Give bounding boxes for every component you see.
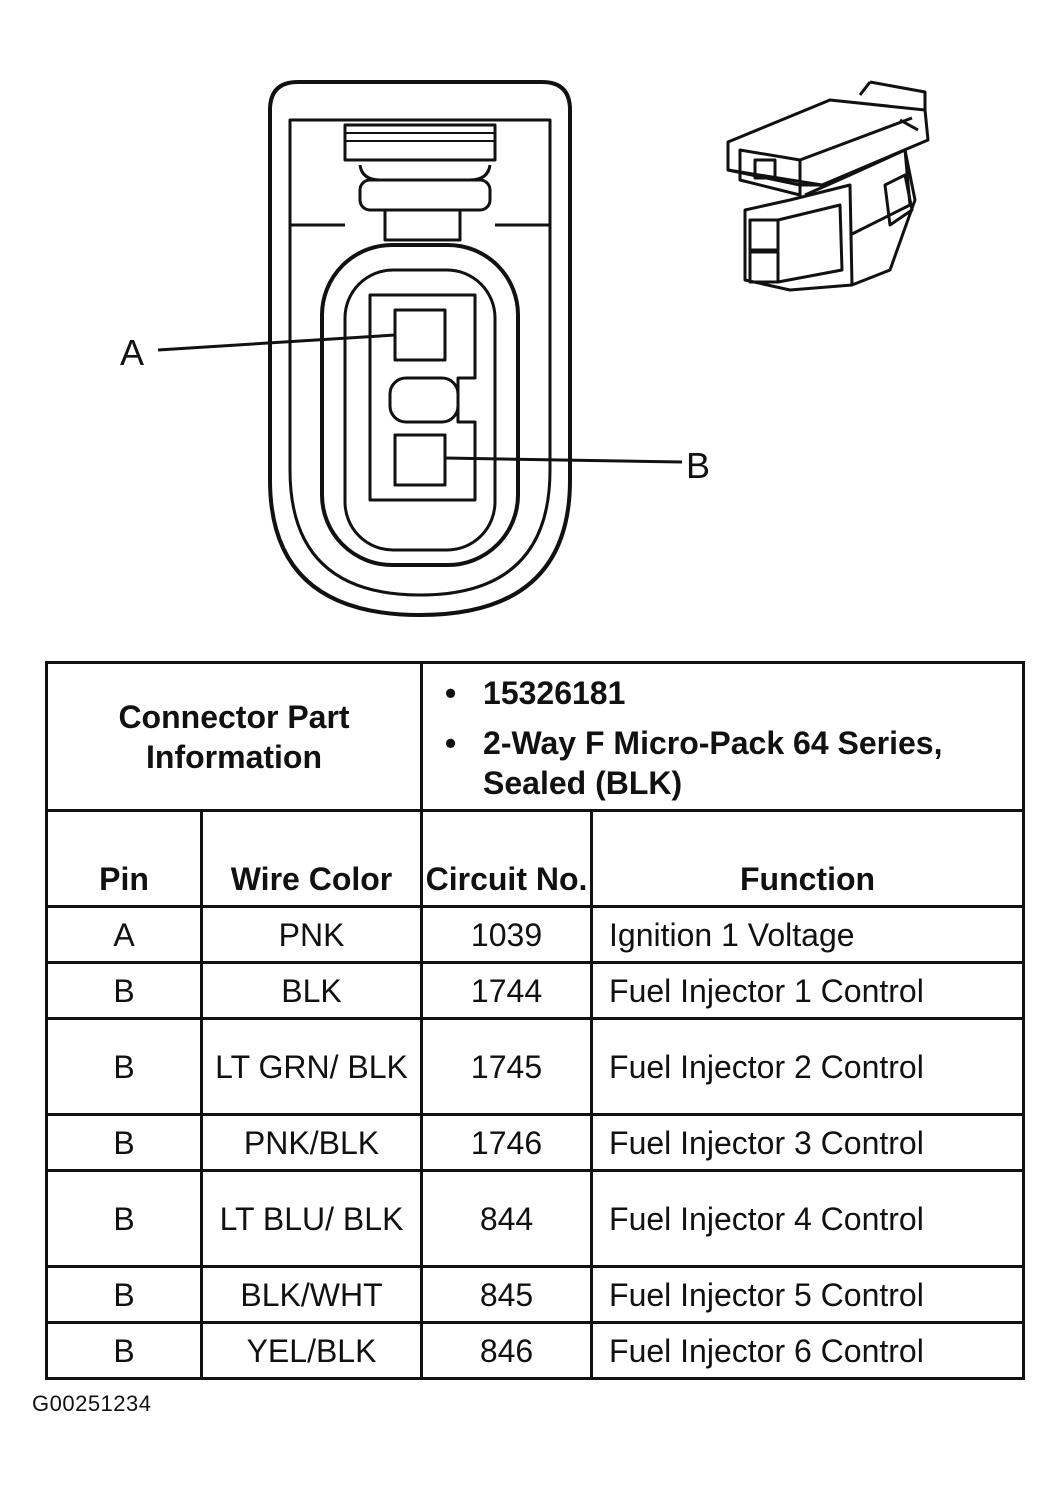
bullet-icon: • — [445, 674, 457, 711]
function-cell: Fuel Injector 5 Control — [590, 1265, 1026, 1324]
circuit-cell: 846 — [420, 1321, 594, 1380]
function-cell: Ignition 1 Voltage — [590, 905, 1026, 964]
info-item: • 2-Way F Micro-Pack 64 Series, Sealed (B… — [445, 723, 1022, 803]
pin-cell: B — [45, 1113, 203, 1172]
wire-color-cell: BLK — [199, 961, 424, 1020]
pin-cell: A — [45, 905, 203, 964]
wire-color-cell: LT GRN/ BLK — [199, 1017, 424, 1116]
info-item: • 15326181 — [445, 673, 1022, 713]
header-function: Function — [590, 809, 1026, 908]
info-row: Connector Part Information • 15326181 • 2-… — [44, 661, 1026, 812]
connector-isometric-sketch — [726, 80, 930, 292]
header-wire-color: Wire Color — [199, 809, 424, 908]
circuit-cell: 1744 — [420, 961, 594, 1020]
table-row: B BLK 1744 Fuel Injector 1 Control — [45, 961, 1026, 1020]
wire-color-cell: PNK/BLK — [199, 1113, 424, 1172]
function-cell: Fuel Injector 3 Control — [590, 1113, 1026, 1172]
seal-outer — [320, 243, 520, 567]
pin-cell: B — [45, 961, 203, 1020]
part-number: 15326181 — [483, 674, 626, 711]
function-cell: Fuel Injector 1 Control — [590, 961, 1026, 1020]
pin-cell: B — [45, 1265, 203, 1324]
pin-cell: B — [45, 1321, 203, 1380]
connector-table: Connector Part Information • 15326181 • 2-… — [44, 661, 1026, 1380]
connector-description: 2-Way F Micro-Pack 64 Series, Sealed (BL… — [483, 724, 943, 801]
table-row: B LT BLU/ BLK 844 Fuel Injector 4 Contro… — [45, 1169, 1026, 1268]
table-row: B BLK/WHT 845 Fuel Injector 5 Control — [45, 1265, 1026, 1324]
connector-info-label: Connector Part Information — [44, 661, 424, 812]
circuit-cell: 1039 — [420, 905, 594, 964]
circuit-cell: 844 — [420, 1169, 594, 1268]
function-cell: Fuel Injector 4 Control — [590, 1169, 1026, 1268]
connector-housing-inner — [288, 118, 552, 597]
table-row: B YEL/BLK 846 Fuel Injector 6 Control — [45, 1321, 1026, 1380]
pin-callout-b: B — [686, 445, 710, 486]
pin-cell: B — [45, 1017, 203, 1116]
connector-info-values: • 15326181 • 2-Way F Micro-Pack 64 Series,… — [420, 661, 1026, 812]
pin-callout-a: A — [120, 332, 144, 373]
latch — [343, 123, 497, 162]
terminal-a — [393, 308, 447, 362]
bullet-icon: • — [445, 724, 457, 761]
wire-color-cell: PNK — [199, 905, 424, 964]
function-cell: Fuel Injector 6 Control — [590, 1321, 1026, 1380]
table-row: B PNK/BLK 1746 Fuel Injector 3 Control — [45, 1113, 1026, 1172]
header-circuit: Circuit No. — [420, 809, 594, 908]
leader-line-b — [444, 456, 683, 464]
table-row: A PNK 1039 Ignition 1 Voltage — [45, 905, 1026, 964]
wire-color-cell: YEL/BLK — [199, 1321, 424, 1380]
circuit-cell: 1745 — [420, 1017, 594, 1116]
function-cell: Fuel Injector 2 Control — [590, 1017, 1026, 1116]
wire-color-cell: LT BLU/ BLK — [199, 1169, 424, 1268]
circuit-cell: 1746 — [420, 1113, 594, 1172]
pin-cavity — [368, 293, 477, 502]
header-pin: Pin — [45, 809, 203, 908]
circuit-cell: 845 — [420, 1265, 594, 1324]
table-row: B LT GRN/ BLK 1745 Fuel Injector 2 Contr… — [45, 1017, 1026, 1116]
terminal-b — [393, 433, 447, 487]
leader-line-a — [157, 333, 396, 352]
header-row: Pin Wire Color Circuit No. Function — [45, 809, 1026, 908]
seal-inner — [343, 268, 497, 552]
wire-color-cell: BLK/WHT — [199, 1265, 424, 1324]
connector-diagram: A B — [120, 80, 930, 617]
figure-id: G00251234 — [32, 1391, 152, 1416]
pin-cell: B — [45, 1169, 203, 1268]
connector-housing-outline — [268, 80, 572, 617]
key-post — [388, 376, 460, 424]
